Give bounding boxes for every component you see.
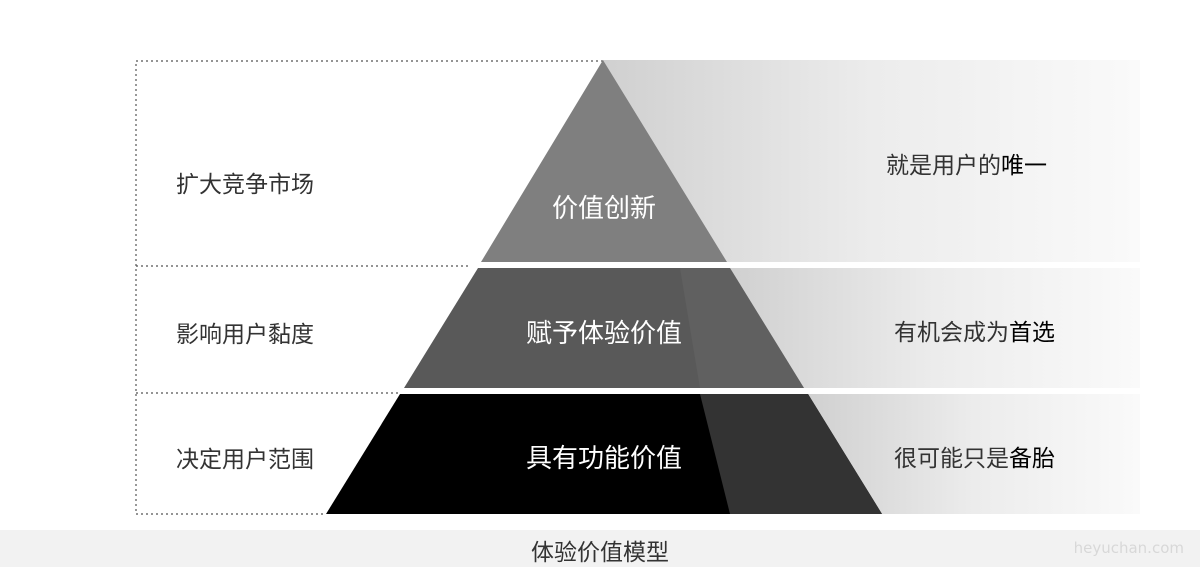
left-label-top: 扩大竞争市场: [176, 172, 314, 198]
top-shadow: [603, 60, 1140, 262]
right-label-bottom: 很可能只是备胎: [894, 439, 1055, 473]
right-label-text: 很可能只是: [894, 446, 1009, 472]
right-label-emphasis: 备胎: [1009, 446, 1055, 472]
right-label-emphasis: 唯一: [1001, 153, 1047, 179]
pyramid-middle-shade: [680, 268, 804, 388]
pyramid-label-middle: 赋予体验价值: [525, 319, 683, 349]
right-label-top: 就是用户的唯一: [886, 146, 1047, 180]
pyramid-bottom-shade: [700, 394, 882, 514]
pyramid-label-bottom: 具有功能价值: [525, 444, 683, 474]
right-label-text: 就是用户的: [886, 153, 1001, 179]
right-label-text: 有机会成为: [894, 320, 1009, 346]
middle-shadow: [730, 268, 1140, 388]
left-label-middle: 影响用户黏度: [176, 322, 314, 348]
left-label-bottom: 决定用户范围: [176, 447, 314, 473]
pyramid-label-top: 价值创新: [551, 194, 657, 224]
pyramid-top: [481, 60, 727, 262]
bottom-shadow: [808, 394, 1140, 514]
diagram-caption: 体验价值模型: [531, 540, 669, 566]
dotted-frame: [135, 60, 603, 515]
pyramid-diagram: [135, 60, 1140, 515]
caption-bar: 体验价值模型 heyuchan.com: [0, 530, 1200, 567]
right-label-emphasis: 首选: [1009, 320, 1055, 346]
watermark: heyuchan.com: [1073, 539, 1184, 557]
right-label-middle: 有机会成为首选: [894, 313, 1055, 347]
